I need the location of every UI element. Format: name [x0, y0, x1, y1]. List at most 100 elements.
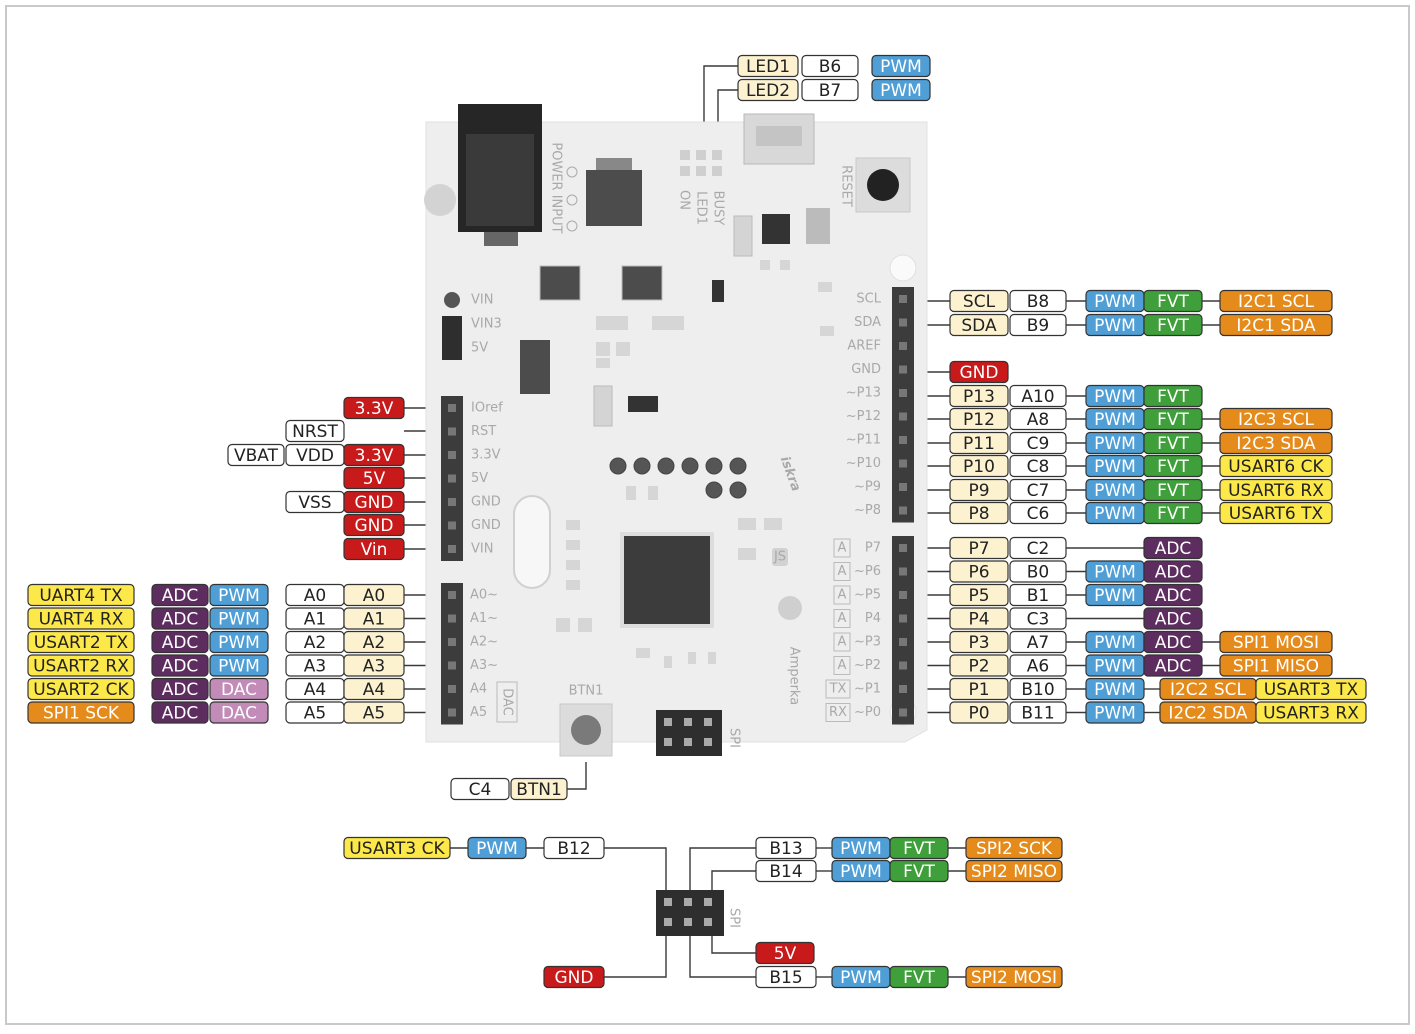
silk-right-top-8: ~P9 — [854, 480, 881, 495]
right-bottom-5-pwm-tag-text: PWM — [1094, 657, 1136, 677]
right-bottom-3-p4-tag-text: P4 — [968, 610, 989, 630]
b15-connector — [689, 936, 756, 978]
power-header-pin — [448, 474, 456, 483]
right-bottom-7-usart3-rx-tag: USART3 RX — [1255, 701, 1367, 724]
analog-header-pin — [448, 708, 456, 717]
analog-header-pin — [448, 614, 456, 623]
mount-hole — [889, 254, 917, 282]
silk-analog-0: A0~ — [470, 588, 498, 603]
analog-1-a1-tag: A1 — [285, 607, 345, 630]
digital-header-top — [892, 287, 914, 523]
silk-analog-2: A2~ — [470, 635, 498, 650]
b13-spi-tag: SPI2 SCK — [965, 836, 1063, 860]
dac-silk-label: DAC — [500, 688, 515, 716]
right-top-1-b9-tag: B9 — [1009, 313, 1067, 337]
right-bottom-0-c2-tag: C2 — [1009, 536, 1067, 560]
right-top-4-i2c3-scl-tag-text: I2C3 SCL — [1238, 410, 1315, 430]
analog-5-dac-tag-text: DAC — [221, 704, 257, 724]
power-header-pin — [448, 498, 456, 506]
led1-connector — [703, 65, 738, 148]
right-top-6-fvt-tag-text: FVT — [1157, 457, 1189, 477]
analog-3-a3-tag: A3 — [343, 654, 405, 677]
right-top-8-p8-tag: P8 — [949, 501, 1009, 525]
led1-led1-tag-text: LED1 — [746, 57, 790, 77]
capacitor — [593, 385, 613, 427]
power-gnd-tag-5-text: GND — [355, 516, 394, 536]
analog-0-pwm-tag: PWM — [209, 583, 269, 607]
icsp-pin — [729, 457, 747, 475]
regulator-tab — [596, 158, 632, 170]
right-top-1-i2c1-sda-tag: I2C1 SDA — [1219, 313, 1333, 337]
right-top-5-c9-tag: C9 — [1009, 431, 1067, 455]
small-ic — [762, 214, 790, 244]
silk-analog-3: A3~ — [470, 658, 498, 673]
right-bottom-5-a6-tag-text: A6 — [1027, 657, 1049, 677]
right-top-3-p13-tag-text: P13 — [963, 387, 995, 407]
silk-right-bottom-0: P7 — [865, 541, 881, 556]
led-pad — [696, 150, 706, 160]
led2-pwm-tag: PWM — [871, 78, 931, 102]
right-top-5-pwm-tag-text: PWM — [1094, 434, 1136, 454]
silk-power-5v-3: 5V — [471, 471, 488, 486]
power-3-3v-tag-2-text: 3.3V — [355, 446, 394, 466]
power-vdd-tag-2: VDD — [285, 443, 345, 467]
right-top-6-pwm-tag: PWM — [1085, 454, 1145, 478]
inductor — [621, 265, 663, 301]
right-top-5-i2c3-sda-tag: I2C3 SDA — [1219, 431, 1333, 455]
analog-3-pwm-tag-text: PWM — [218, 657, 260, 677]
silk-tag-3: A — [838, 611, 847, 626]
right-top-7-fvt-tag: FVT — [1143, 478, 1203, 502]
analog-4-adc-tag: ADC — [151, 677, 209, 701]
analog-3-usart2-rx-tag-text: USART2 RX — [33, 657, 129, 677]
right-top-5-i2c3-sda-tag-text: I2C3 SDA — [1236, 434, 1316, 454]
spi-gnd-tag-text: GND — [555, 968, 594, 988]
passive-component — [626, 486, 636, 500]
right-top-4-a8-tag: A8 — [1009, 407, 1067, 431]
passive-component — [818, 282, 832, 292]
digital-header-top-pin — [899, 459, 907, 468]
right-bottom-3-adc-tag: ADC — [1143, 607, 1203, 630]
analog-2-pwm-tag-text: PWM — [218, 633, 260, 653]
silk-power-gnd-4: GND — [471, 495, 501, 510]
passive-component — [556, 618, 570, 632]
silk-tag-box — [833, 538, 851, 558]
microcontroller — [620, 532, 714, 628]
right-top-5-p11-tag: P11 — [949, 431, 1009, 455]
power-vbat-tag-2-text: VBAT — [234, 446, 279, 466]
passive-component — [648, 486, 658, 500]
spi-header-bottom-pin — [704, 918, 712, 926]
passive-component — [688, 652, 696, 664]
busy-label: BUSY — [711, 191, 726, 226]
right-top-4-i2c3-scl-tag: I2C3 SCL — [1219, 407, 1333, 431]
right-top-6-p10-tag: P10 — [949, 454, 1009, 478]
silk-tag-5: A — [838, 658, 847, 673]
analog-1-a1-tag-text: A1 — [304, 610, 326, 630]
right-top-8-fvt-tag: FVT — [1143, 501, 1203, 525]
spi-header-pin — [704, 718, 712, 726]
brand-label: Amperka — [787, 647, 802, 705]
passive-component — [780, 260, 790, 270]
vin-pad — [444, 292, 460, 308]
analog-4-dac-tag: DAC — [209, 677, 269, 701]
analog-2-a2-tag-text: A2 — [304, 633, 326, 653]
silk-right-top-1: SDA — [854, 315, 881, 330]
power-vdd-tag-2-text: VDD — [296, 446, 334, 466]
right-bottom-2-pwm-tag-text: PWM — [1094, 586, 1136, 606]
right-bottom-1-p6-tag-text: P6 — [968, 563, 989, 583]
power-5v-tag-3-text: 5V — [363, 469, 386, 489]
silk-tag-box — [833, 562, 851, 581]
power-3-3v-tag-0: 3.3V — [343, 396, 405, 420]
spi-header-pin — [684, 738, 692, 746]
b15-tag-text: B15 — [769, 968, 802, 988]
right-bottom-4-spi1-mosi-tag: SPI1 MOSI — [1219, 630, 1333, 654]
right-top-6-p10-tag-text: P10 — [963, 457, 995, 477]
analog-4-dac-tag-text: DAC — [221, 680, 257, 700]
passive-component — [566, 520, 580, 530]
power-header-pin — [448, 521, 456, 530]
analog-3-adc-tag: ADC — [151, 654, 209, 677]
power-input-label: POWER INPUT — [549, 142, 564, 233]
b14-spi-tag: SPI2 MISO — [965, 859, 1063, 883]
b15-fvt-tag-text: FVT — [903, 968, 935, 988]
right-bottom-1-adc-tag: ADC — [1143, 560, 1203, 583]
